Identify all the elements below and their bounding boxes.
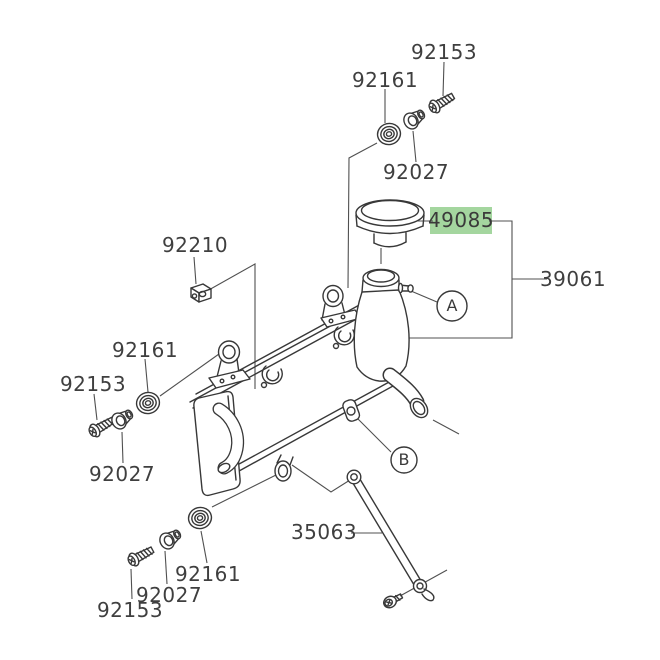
- part-label-92153-bottom: 92153: [96, 598, 164, 622]
- collar-part-left: [108, 406, 137, 433]
- part-label-92027-left: 92027: [88, 462, 156, 486]
- left-tank-elbow: [212, 402, 245, 475]
- callout-b-circle: [390, 446, 418, 474]
- collar-part-bottom: [156, 526, 185, 553]
- part-label-49085-highlighted[interactable]: 49085: [427, 208, 495, 232]
- neck-bolt: [397, 282, 414, 294]
- part-label-92153-top: 92153: [410, 40, 478, 64]
- filler-tank: [353, 268, 429, 419]
- part-label-39061: 39061: [539, 267, 607, 291]
- part-label-35063: 35063: [290, 520, 358, 544]
- grommet-part-left: [133, 389, 163, 417]
- callout-b-label: B: [398, 450, 410, 469]
- highlight-box: [430, 207, 492, 234]
- callout-a-label: A: [446, 296, 458, 315]
- mounting-bracket-left: [208, 340, 251, 389]
- left-tank: [193, 390, 245, 497]
- screw-part-bottom: [125, 542, 157, 569]
- part-label-92153-left: 92153: [59, 372, 127, 396]
- part-label-92161-left: 92161: [111, 338, 179, 362]
- radiator-assembly-drawing: [86, 89, 468, 609]
- part-label-92027-top: 92027: [382, 160, 450, 184]
- clip-part: [190, 283, 212, 303]
- stay-bolt-part: [383, 593, 404, 609]
- hose-clamp-upper: [260, 365, 283, 389]
- lower-hose: [382, 367, 429, 419]
- bottom-mount-lug: [342, 399, 361, 422]
- screw-part-top: [426, 89, 458, 116]
- collar-part-top: [400, 106, 429, 133]
- leader-lines: [93, 61, 547, 600]
- grommet-part-bottom: [185, 504, 215, 532]
- part-label-92161-bottom: 92161: [174, 562, 242, 586]
- part-label-92027-bottom: 92027: [135, 583, 203, 607]
- radiator-cap-part: [355, 199, 425, 248]
- part-label-92161-top: 92161: [351, 68, 419, 92]
- stay-bracket-part: [346, 469, 435, 602]
- callout-a-circle: [436, 290, 468, 322]
- bottom-ring-lug: [274, 454, 294, 482]
- filler-neck: [361, 268, 414, 294]
- grommet-part-top: [374, 120, 404, 148]
- part-label-92210: 92210: [161, 233, 229, 257]
